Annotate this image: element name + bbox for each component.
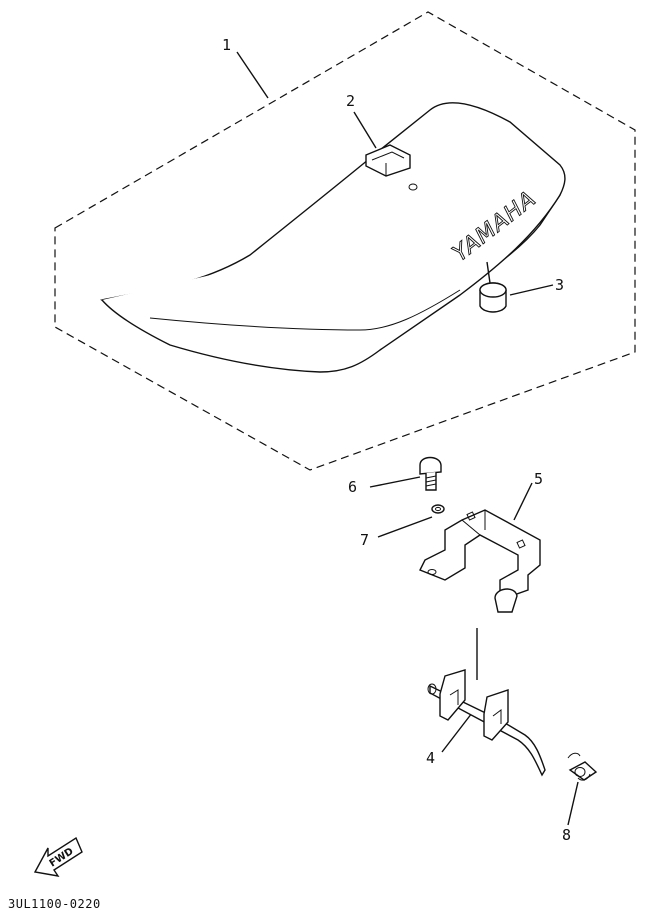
seat-hook-bracket xyxy=(365,144,411,177)
leader-line-3 xyxy=(509,284,554,296)
seat: YAMAHA xyxy=(100,102,566,373)
bolt xyxy=(419,456,442,491)
diagram-code: 3UL1100-0220 xyxy=(8,897,101,911)
spring xyxy=(567,752,598,781)
lock-rod xyxy=(427,669,546,777)
leader-line-1 xyxy=(236,51,269,99)
seat-damper xyxy=(479,282,507,313)
leader-line-6 xyxy=(369,476,421,488)
callout-2: 2 xyxy=(346,92,355,110)
callout-7: 7 xyxy=(360,531,369,549)
leader-line-2 xyxy=(353,111,377,149)
washer xyxy=(431,504,445,514)
leader-line-7 xyxy=(377,516,433,538)
callout-8: 8 xyxy=(562,826,571,844)
callout-6: 6 xyxy=(348,478,357,496)
leader-line-5 xyxy=(513,482,533,521)
forward-arrow-icon: FWD xyxy=(33,836,83,877)
callout-5: 5 xyxy=(534,470,543,488)
seat-lock-bracket xyxy=(419,509,541,613)
callout-1: 1 xyxy=(222,36,231,54)
callout-3: 3 xyxy=(555,276,564,294)
leader-line-4 xyxy=(441,712,473,753)
callout-4: 4 xyxy=(426,749,435,767)
leader-line-8 xyxy=(567,781,579,826)
seat-assembly-boundary xyxy=(54,11,636,471)
leader-line-3b xyxy=(486,261,491,284)
